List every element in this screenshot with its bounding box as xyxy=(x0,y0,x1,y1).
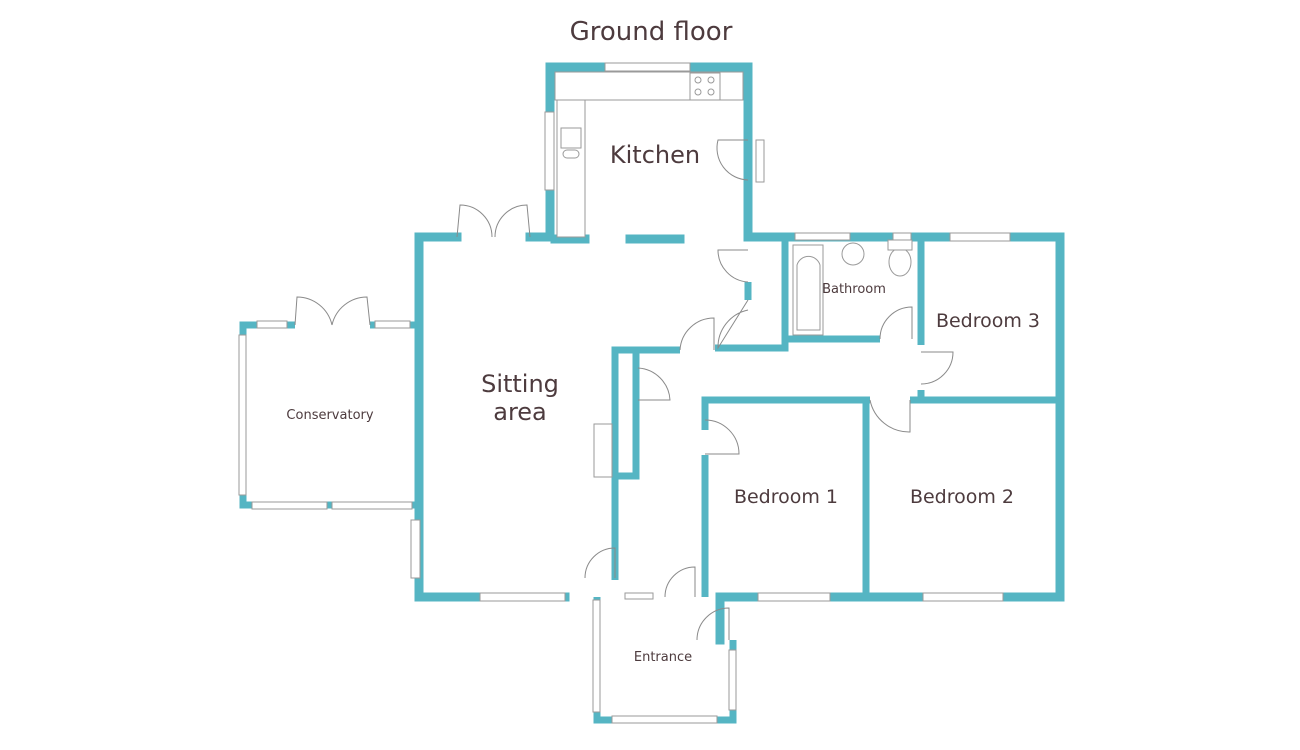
hob xyxy=(689,72,721,101)
sink xyxy=(560,127,582,149)
label-conservatory: Conservatory xyxy=(286,408,373,423)
windows xyxy=(238,62,1011,724)
fixtures xyxy=(554,71,913,478)
basin xyxy=(841,242,865,266)
fireplace xyxy=(593,423,613,478)
room-labels: Kitchen Sitting area Conservatory Bathro… xyxy=(286,141,1040,665)
label-bedroom3: Bedroom 3 xyxy=(936,310,1040,332)
label-kitchen: Kitchen xyxy=(610,141,700,169)
label-bedroom1: Bedroom 1 xyxy=(734,486,838,508)
label-sitting-1: Sitting xyxy=(481,370,559,398)
label-sitting-2: area xyxy=(493,398,547,426)
label-bedroom2: Bedroom 2 xyxy=(910,486,1014,508)
toilet xyxy=(888,247,912,277)
label-entrance: Entrance xyxy=(634,650,692,665)
plan-title: Ground floor xyxy=(570,17,733,47)
kitchen-counter-left xyxy=(556,99,586,238)
doors xyxy=(294,139,954,641)
label-bathroom: Bathroom xyxy=(822,282,886,297)
